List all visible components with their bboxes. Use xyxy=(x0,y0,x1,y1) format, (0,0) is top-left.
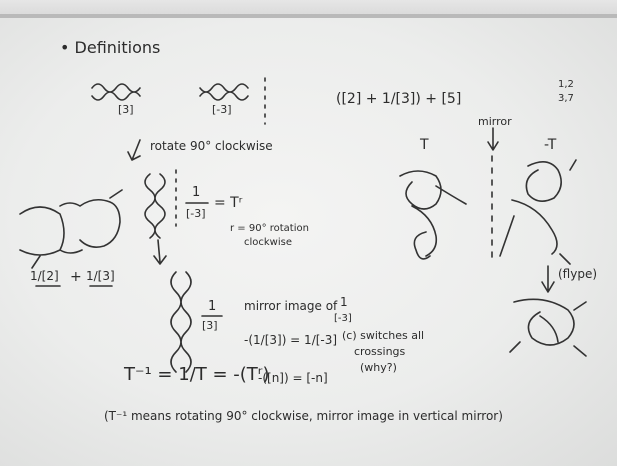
sum-term-1: 1/[2] xyxy=(30,269,59,283)
switch-note-2: crossings xyxy=(354,345,406,358)
mirror-frac-den: [-3] xyxy=(334,313,352,324)
middle-tangle-sketch xyxy=(170,271,192,373)
sum-diagram-sketch xyxy=(19,189,123,269)
frac-den-1: [-3] xyxy=(186,207,206,220)
inverse-definition: T⁻¹ = 1/T = -(Tʳ) xyxy=(124,364,270,385)
tangle-neg3-label: [-3] xyxy=(212,103,232,116)
mirror-frac-num: 1 xyxy=(340,295,348,309)
label-neg-T: -T xyxy=(544,137,557,153)
rotation-note-1: r = 90° rotation xyxy=(230,223,309,234)
tangle-neg3-sketch xyxy=(199,83,249,101)
whiteboard xyxy=(0,14,617,466)
rotate-note: rotate 90° clockwise xyxy=(150,139,273,153)
tangle-3-sketch xyxy=(91,83,141,101)
switch-note-3: (why?) xyxy=(360,361,397,374)
corner-note-bottom: 3,7 xyxy=(558,93,574,104)
down-arrow-2 xyxy=(153,239,167,265)
mirror-arrow xyxy=(487,127,499,151)
tangle-expression: ([2] + 1/[3]) + [5] xyxy=(336,91,462,107)
rotate-arrow xyxy=(127,139,141,161)
mirror-image-text: mirror image of xyxy=(244,299,338,313)
sum-plus: + xyxy=(70,269,82,285)
sum-term-2: 1/[3] xyxy=(86,269,115,283)
whiteboard-top-trim xyxy=(0,14,617,18)
flype-tangle-sketch xyxy=(509,298,587,357)
rotated-tangle-sketch xyxy=(144,173,166,239)
negation-equation: -(1/[3]) = 1/[-3] xyxy=(244,333,338,347)
equals-T-r: = Tʳ xyxy=(214,195,243,211)
corner-note-top: 1,2 xyxy=(558,79,574,90)
T-tangle-sketch xyxy=(399,170,467,260)
bottom-note: (T⁻¹ means rotating 90° clockwise, mirro… xyxy=(104,409,503,423)
negation-n-equation: -([n]) = [-n] xyxy=(258,371,328,385)
definitions-title: • Definitions xyxy=(60,38,161,57)
flype-arrow xyxy=(541,265,555,293)
rotation-note-2: clockwise xyxy=(244,237,293,248)
flype-label: (flype) xyxy=(558,267,598,281)
switch-note-1: (c) switches all xyxy=(342,329,425,342)
frac-num-1: 1 xyxy=(192,185,201,200)
frac-den-2: [3] xyxy=(202,319,218,332)
neg-T-tangle-sketch xyxy=(499,159,577,265)
tangle-3-label: [3] xyxy=(118,103,134,116)
label-mirror: mirror xyxy=(478,115,512,128)
frac-num-2: 1 xyxy=(208,299,217,314)
label-T: T xyxy=(420,137,429,153)
